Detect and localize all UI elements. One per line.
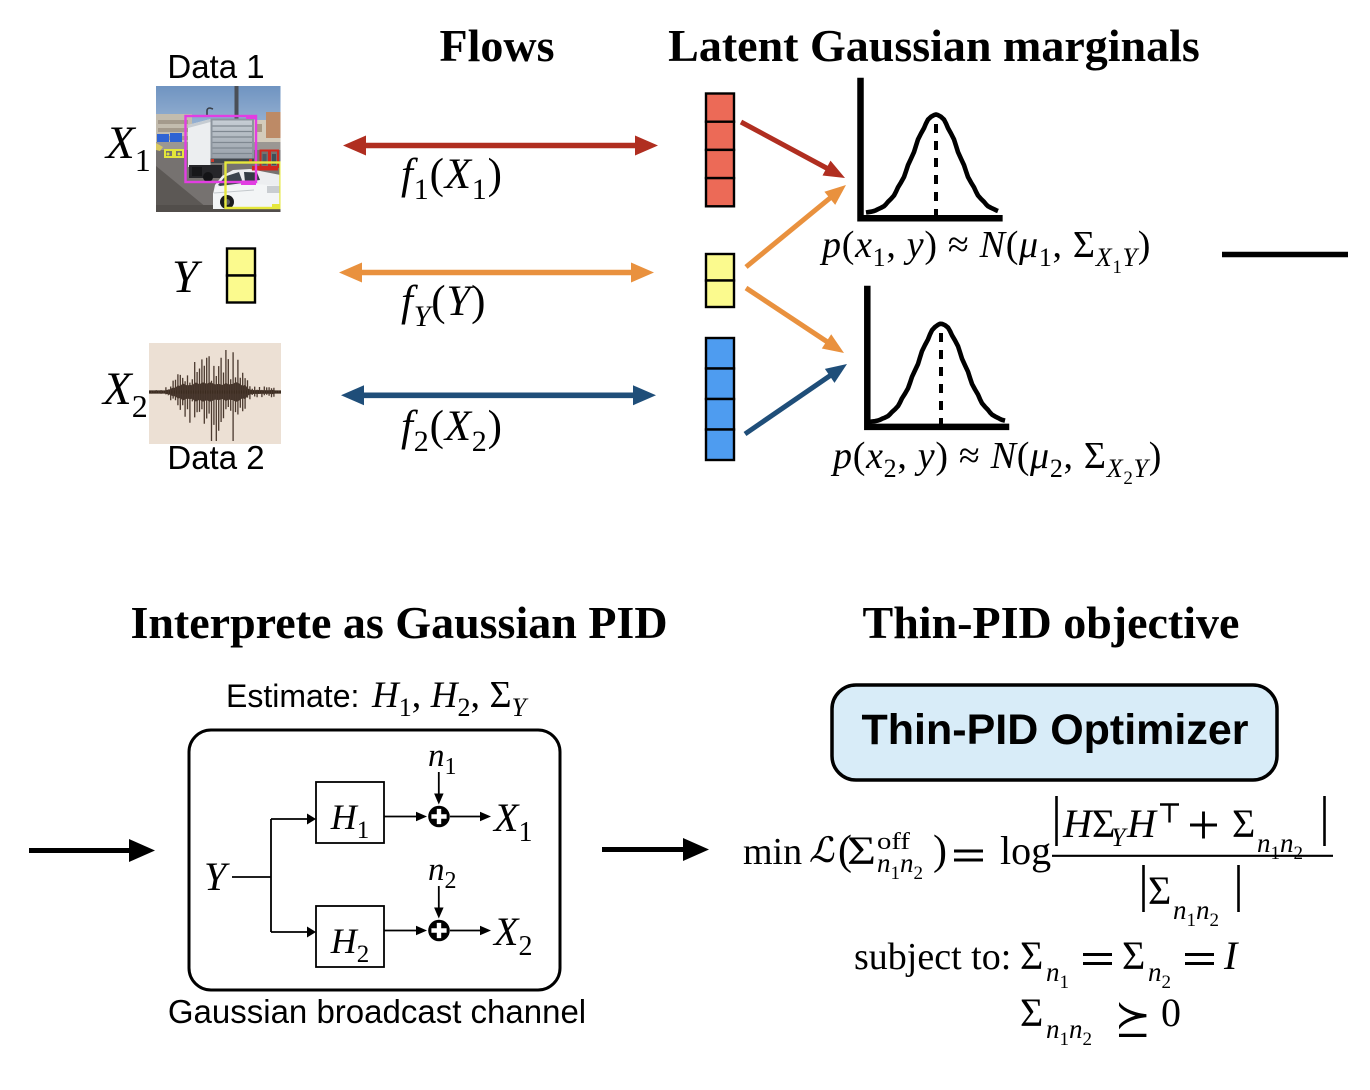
svg-text:Σ: Σ [1122, 933, 1145, 978]
svg-text:X1: X1 [492, 795, 532, 848]
svg-text:fY(Y): fY(Y) [401, 278, 486, 333]
svg-text:(: ( [838, 828, 852, 874]
svg-text:H: H [1062, 801, 1094, 846]
svg-text:n1: n1 [428, 738, 457, 780]
svg-text:Flows: Flows [440, 20, 555, 71]
svg-text:f1(X1): f1(X1) [401, 151, 503, 206]
svg-text:H2: H2 [330, 921, 370, 968]
svg-text:n1: n1 [1046, 957, 1069, 993]
svg-text:H: H [1126, 801, 1158, 846]
svg-text:I: I [1223, 933, 1239, 978]
svg-text:Σ: Σ [847, 828, 876, 873]
svg-text:Latent Gaussian marginals: Latent Gaussian marginals [668, 20, 1200, 71]
svg-text:0: 0 [1161, 990, 1181, 1035]
svg-text:Y: Y [172, 251, 203, 303]
svg-text:n1n2: n1n2 [877, 848, 923, 884]
svg-text:log: log [1000, 828, 1051, 873]
svg-text:n1n2: n1n2 [1173, 895, 1219, 931]
svg-text:p(x2, y) ≈ N(μ2, ΣX2Y): p(x2, y) ≈ N(μ2, ΣX2Y) [830, 435, 1162, 489]
svg-text:X1: X1 [104, 117, 151, 178]
svg-text:Σ: Σ [1020, 933, 1043, 978]
svg-text:Data 1: Data 1 [167, 48, 264, 85]
svg-text:Estimate:: Estimate: [226, 678, 368, 714]
svg-text:): ) [933, 828, 947, 874]
svg-text:X2: X2 [101, 363, 148, 424]
svg-text:subject to:: subject to: [854, 936, 1011, 978]
svg-text:Data 2: Data 2 [167, 439, 264, 476]
svg-text:Σ: Σ [1148, 868, 1171, 913]
svg-text:Σ: Σ [1232, 801, 1255, 846]
svg-text:Gaussian broadcast channel: Gaussian broadcast channel [168, 993, 586, 1030]
svg-text:min: min [743, 831, 802, 873]
svg-text:Σ: Σ [1020, 990, 1043, 1035]
svg-text:H1: H1 [330, 797, 370, 844]
svg-text:Thin-PID objective: Thin-PID objective [863, 597, 1240, 648]
svg-text:n2: n2 [1148, 957, 1171, 993]
svg-text:Interprete as Gaussian PID: Interprete as Gaussian PID [130, 597, 667, 648]
svg-text:n1n2: n1n2 [1257, 828, 1303, 864]
svg-text:H1, H2, ΣY: H1, H2, ΣY [371, 674, 529, 722]
svg-text:Thin-PID Optimizer: Thin-PID Optimizer [862, 706, 1249, 754]
svg-text:Σ: Σ [1092, 801, 1115, 846]
svg-text:off: off [877, 829, 910, 855]
svg-text:n2: n2 [428, 852, 457, 894]
svg-text:Y: Y [204, 854, 230, 899]
svg-text:Y: Y [1111, 823, 1128, 852]
svg-text:p(x1, y) ≈ N(μ1, ΣX1Y): p(x1, y) ≈ N(μ1, ΣX1Y) [819, 224, 1151, 278]
svg-text:n1n2: n1n2 [1046, 1014, 1092, 1050]
svg-text:X2: X2 [492, 909, 532, 962]
svg-text:f2(X2): f2(X2) [401, 403, 503, 458]
